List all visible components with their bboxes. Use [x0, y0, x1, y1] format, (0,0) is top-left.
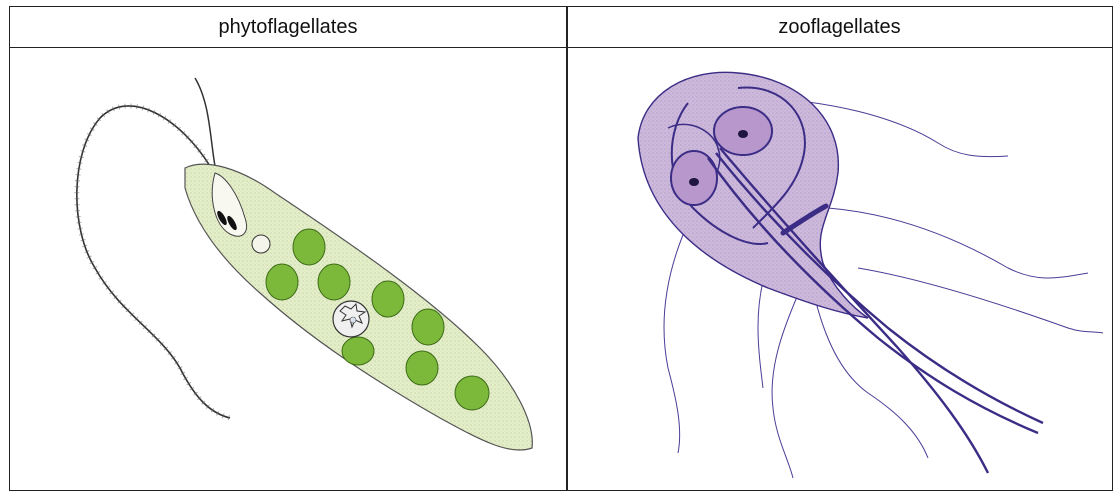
chloroplast — [293, 229, 325, 265]
column-header-zooflagellates: zooflagellates — [567, 7, 1112, 47]
chloroplast — [266, 264, 298, 300]
comparison-table: phytoflagellates zooflagellates — [9, 6, 1113, 491]
chloroplast — [406, 351, 438, 385]
phytoflagellate-cell — [10, 48, 566, 490]
zooflagellate-cell — [568, 48, 1112, 490]
header-row: phytoflagellates zooflagellates — [10, 7, 1112, 48]
chloroplast — [342, 337, 374, 365]
short-flagellum — [195, 78, 215, 166]
flagellum-hairs — [77, 106, 230, 418]
chloroplast — [455, 376, 489, 410]
column-header-phytoflagellates: phytoflagellates — [10, 7, 566, 47]
chloroplast — [372, 281, 404, 317]
contractile-vacuole — [252, 235, 270, 253]
chloroplast — [318, 264, 350, 300]
flagellum — [77, 106, 230, 418]
euglena-illustration — [10, 48, 566, 490]
chloroplast — [412, 309, 444, 345]
giardia-illustration — [568, 48, 1112, 490]
